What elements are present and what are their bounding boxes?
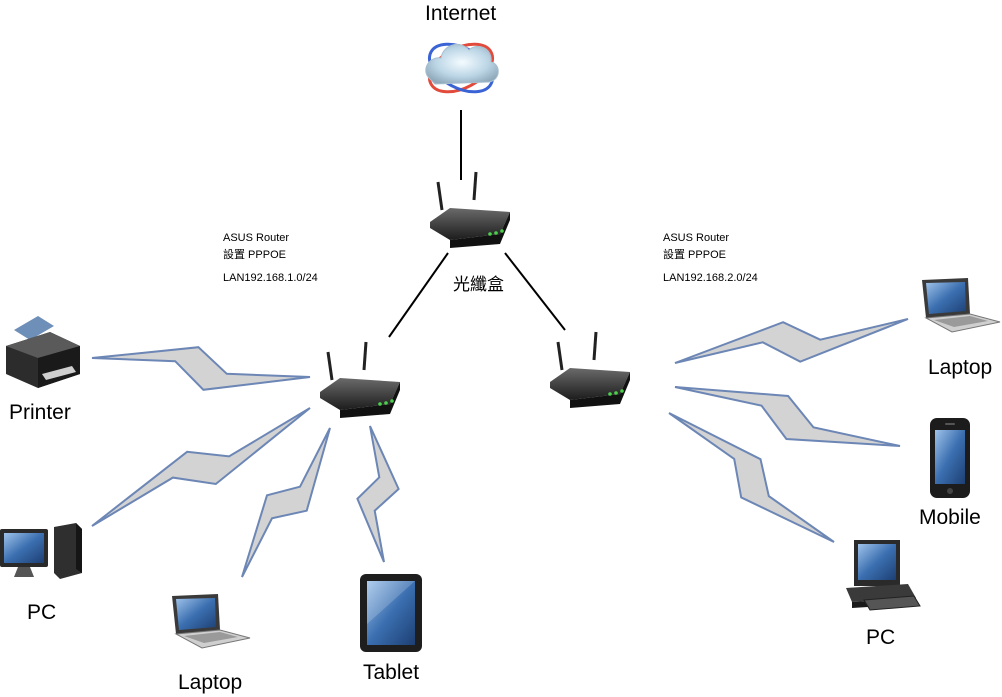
- router-left-lan: LAN192.168.1.0/24: [223, 272, 318, 284]
- cloud-icon: [425, 42, 499, 94]
- laptop-right-label: Laptop: [928, 356, 993, 379]
- pc-right-label: PC: [866, 626, 896, 649]
- bolt-tablet: [356, 425, 400, 563]
- router-right-setting: 設置 PPPOE: [663, 249, 726, 261]
- wired-links: [388, 110, 566, 338]
- pc-left-label: PC: [27, 601, 57, 624]
- router-icon: [550, 331, 630, 408]
- desktop-pc-icon: [0, 523, 82, 579]
- router-right-model: ASUS Router: [663, 232, 730, 244]
- internet-label: Internet: [425, 2, 497, 25]
- router-left-setting: 設置 PPPOE: [223, 249, 286, 261]
- router-left-model: ASUS Router: [223, 232, 290, 244]
- tablet-icon: [360, 574, 422, 652]
- printer-icon: [6, 316, 80, 388]
- router-right-info: ASUS Router 設置 PPPOE LAN192.168.2.0/24: [663, 230, 758, 287]
- router-left-info: ASUS Router 設置 PPPOE LAN192.168.1.0/24: [223, 230, 318, 287]
- bolt-mobile: [674, 386, 901, 447]
- mobile-label: Mobile: [919, 506, 981, 529]
- link-fiber-router-right: [504, 252, 566, 331]
- printer-label: Printer: [9, 401, 71, 424]
- mobile-phone-icon: [930, 418, 970, 498]
- router-icon: [320, 341, 400, 418]
- laptop-left-label: Laptop: [178, 671, 243, 694]
- laptop-icon: [922, 278, 1001, 333]
- bolt-pc-right: [668, 412, 835, 543]
- desktop-pc-icon: [846, 540, 921, 611]
- router-icon: [430, 171, 510, 248]
- bolt-laptop-right: [674, 318, 909, 364]
- bolt-laptop-left: [241, 427, 331, 578]
- bolt-printer: [91, 346, 311, 391]
- router-right-lan: LAN192.168.2.0/24: [663, 272, 758, 284]
- wireless-links: [91, 318, 909, 578]
- fiber-box-label: 光纖盒: [453, 275, 504, 294]
- laptop-icon: [172, 594, 251, 649]
- bolt-pc-left: [91, 407, 311, 527]
- tablet-label: Tablet: [363, 661, 420, 684]
- link-fiber-router-left: [388, 252, 449, 338]
